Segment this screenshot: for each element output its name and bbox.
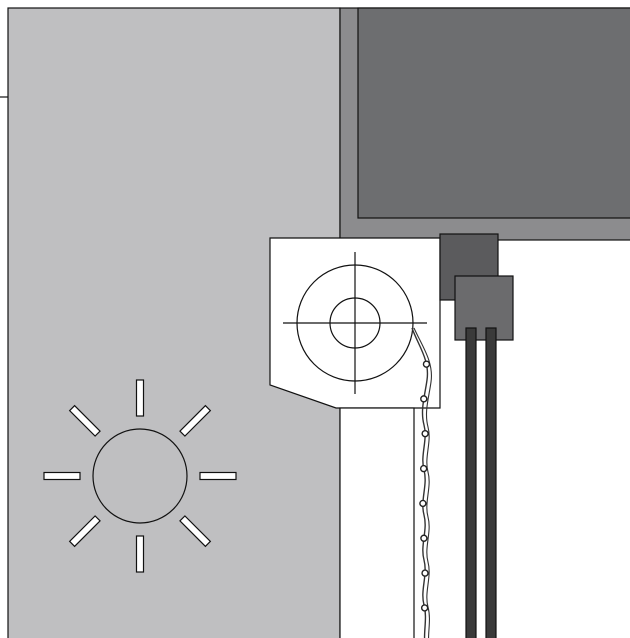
chain-beads — [419, 360, 431, 612]
sun-icon — [43, 379, 237, 573]
chain-bead — [420, 604, 429, 612]
guide-rail-right — [485, 327, 497, 638]
sun-ray — [135, 535, 145, 573]
pull-chain-line — [411, 327, 429, 638]
window-glass — [357, 7, 630, 219]
chain-bead — [422, 360, 431, 368]
pull-chain-line-return — [413, 327, 433, 638]
chain-bead — [420, 395, 428, 403]
mounting-bracket-lower — [454, 275, 514, 341]
chain-bead — [421, 429, 429, 438]
sun-disc — [92, 428, 188, 524]
sun-ray — [179, 404, 212, 437]
chain-bead — [419, 499, 427, 508]
sun-ray — [68, 515, 101, 548]
crosshair-roller-icon — [283, 252, 427, 394]
sun-ray — [199, 471, 237, 481]
sun-ray — [68, 404, 101, 437]
chain-bead — [419, 464, 428, 473]
guide-rail-left — [465, 327, 477, 638]
pull-chain — [411, 327, 433, 638]
sun-rays — [43, 379, 237, 573]
chain-bead — [420, 534, 428, 542]
sun-ray — [179, 515, 212, 548]
blind-fabric — [339, 407, 415, 638]
sun-ray — [43, 471, 81, 481]
chain-bead — [421, 569, 429, 577]
sun-ray — [135, 379, 145, 417]
